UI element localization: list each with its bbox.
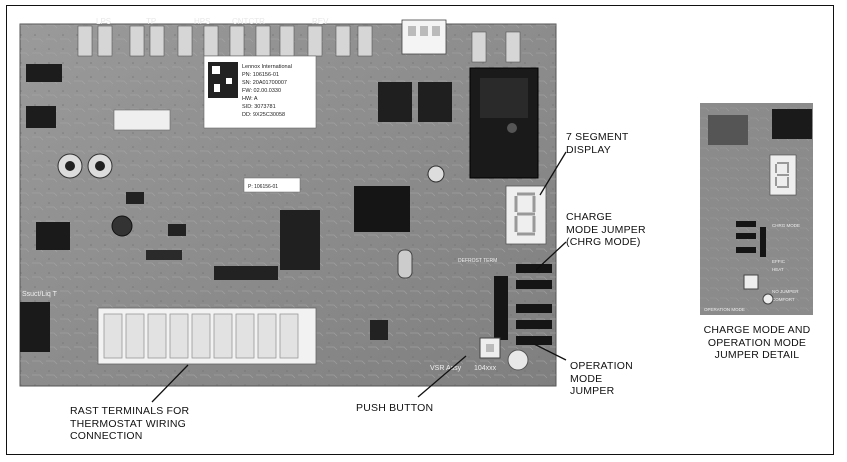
callout-line: DISPLAY (566, 143, 611, 156)
silk-hps: HPS (194, 18, 210, 26)
detail-label-effic: EFFIC (772, 259, 786, 264)
silk-rev: REV (312, 18, 329, 26)
callout-line: MODE (570, 372, 603, 385)
figure-frame (6, 5, 834, 455)
detail-label-heat: HEAT (772, 267, 784, 272)
jumper-pins (494, 264, 552, 345)
callout-line: (CHRG MODE) (566, 236, 641, 248)
molex-connector (401, 19, 447, 55)
sticker-line: FW: 02.00.0330 (242, 88, 281, 94)
callout-operation-mode-jumper: OPERATION MODE JUMPER (570, 360, 633, 398)
jumper-detail-photo: CHRG MODE EFFIC HEAT NO JUMPER COMFORT O… (700, 103, 813, 315)
sticker-line: HW: A (242, 96, 258, 102)
rast-terminal-block (97, 307, 317, 365)
silk-assy-no: 104xxx (474, 365, 497, 372)
silk-cntctr: CNTCTR (232, 18, 265, 26)
sticker-line: Lennox International (242, 64, 292, 70)
caption-line: OPERATION MODE (707, 336, 807, 349)
detail-label-comfort: COMFORT (772, 297, 795, 302)
control-board-photo: LPS TP HPS CNTCTR REV Lennox Internation… (18, 18, 558, 392)
callout-line: PUSH BUTTON (356, 402, 434, 414)
silk-ssuct: Ssuct/Liq T (22, 291, 58, 298)
detail-caption: CHARGE MODE AND OPERATION MODE JUMPER DE… (698, 324, 816, 362)
detail-label-operation: OPERATION MODE (704, 307, 745, 312)
silk-vsr: VSR Assy (430, 365, 462, 372)
top-spade-terminals (77, 25, 521, 63)
caption-line: JUMPER DETAIL (714, 349, 800, 361)
detail-label-chrg: CHRG MODE (772, 223, 800, 228)
board-sticker: Lennox International PN: 106156-01 SN: 2… (203, 55, 317, 129)
sticker-line: SID: 3073781 (242, 104, 276, 110)
sticker-line: SN: 20A01700007 (242, 80, 287, 86)
caption-line: CHARGE MODE AND (703, 324, 811, 336)
small-part-label: P: 106156-01 (248, 184, 278, 190)
callout-line: 7 SEGMENT (566, 131, 629, 143)
callout-charge-mode-jumper: CHARGE MODE JUMPER (CHRG MODE) (566, 211, 646, 249)
silk-lps: LPS (96, 18, 111, 26)
silk-defrost: DEFROST TERM (458, 258, 497, 264)
callout-line: MODE JUMPER (566, 223, 646, 236)
sticker-line: PN: 106156-01 (242, 72, 279, 78)
microcontroller (354, 186, 410, 232)
callout-push-button: PUSH BUTTON (356, 402, 433, 415)
detail-label-no-jumper: NO JUMPER (772, 289, 799, 294)
callout-line: OPERATION (570, 360, 633, 372)
callout-line: THERMOSTAT WIRING (70, 417, 186, 430)
seven-segment-display (505, 185, 547, 245)
callout-line: RAST TERMINALS FOR (70, 405, 190, 417)
callout-line: CHARGE (566, 211, 613, 223)
callout-line: CONNECTION (70, 430, 143, 442)
callout-seven-segment-display: 7 SEGMENT DISPLAY (566, 131, 628, 156)
sticker-line: DD: 9X25C30058 (242, 112, 285, 118)
silk-tp: TP (146, 18, 156, 26)
callout-rast-terminals: RAST TERMINALS FOR THERMOSTAT WIRING CON… (70, 405, 189, 443)
callout-line: JUMPER (570, 385, 615, 397)
